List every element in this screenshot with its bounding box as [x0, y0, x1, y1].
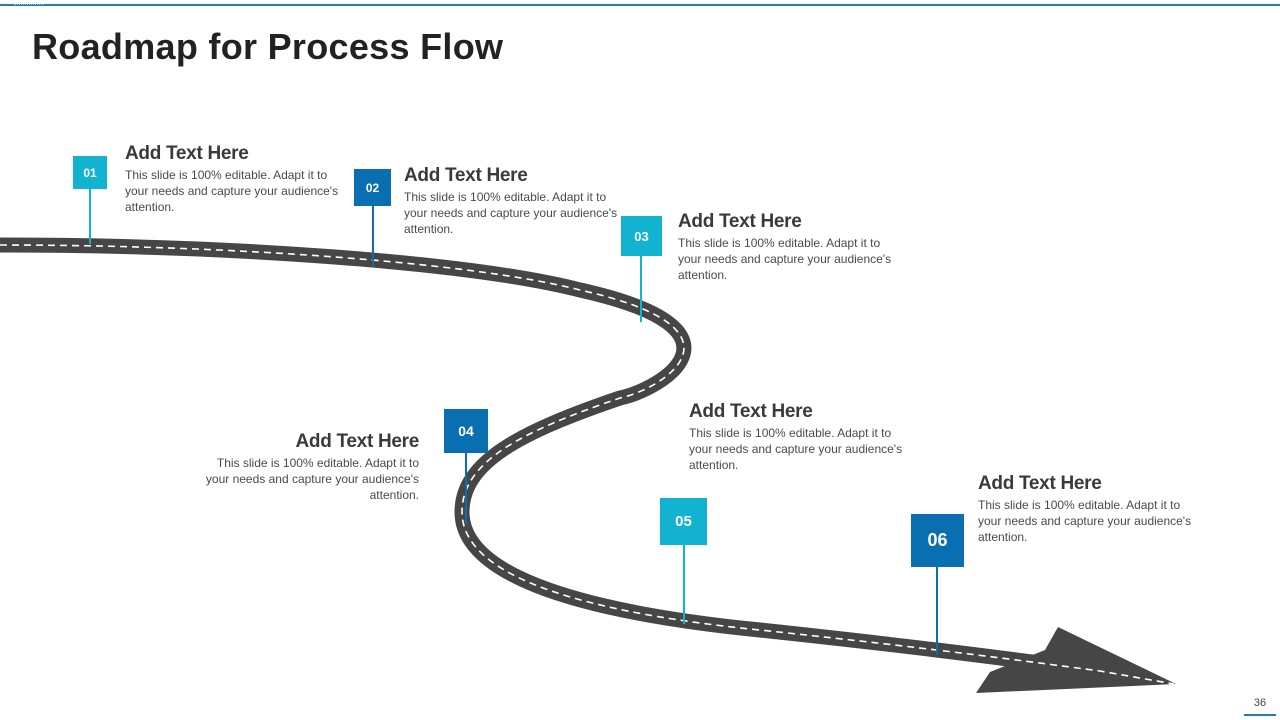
step-04-body: This slide is 100% editable. Adapt it to…	[205, 456, 419, 502]
step-04-badge: 04	[444, 409, 488, 453]
page-number-underline	[1244, 714, 1276, 716]
step-01-heading: Add Text Here	[125, 143, 249, 164]
step-05-badge: 05	[660, 498, 707, 545]
step-06-badge: 06	[911, 514, 964, 567]
step-06-heading: Add Text Here	[978, 473, 1102, 494]
step-03-badge: 03	[621, 216, 662, 256]
road-body	[0, 237, 1101, 679]
step-01-badge: 01	[73, 156, 107, 189]
page-number: 36	[1253, 697, 1267, 709]
road-center-line	[0, 244, 1175, 685]
step-02-badge: 02	[354, 169, 391, 206]
step-04-heading: Add Text Here	[295, 431, 420, 452]
step-04-pole	[465, 452, 467, 524]
top-rule	[0, 4, 1280, 6]
step-02-body: This slide is 100% editable. Adapt it to…	[404, 190, 618, 236]
step-06-pole	[936, 565, 938, 655]
step-02-heading: Add Text Here	[404, 165, 528, 186]
step-02-pole	[372, 205, 374, 267]
top-decoration	[14, 0, 44, 5]
step-05-body: This slide is 100% editable. Adapt it to…	[689, 426, 903, 472]
step-03-body: This slide is 100% editable. Adapt it to…	[678, 236, 892, 282]
step-06-body: This slide is 100% editable. Adapt it to…	[978, 498, 1192, 544]
slide-title: Roadmap for Process Flow	[32, 26, 504, 67]
step-03-heading: Add Text Here	[678, 211, 802, 232]
step-01-pole	[89, 188, 91, 244]
step-05-heading: Add Text Here	[689, 401, 813, 422]
step-05-pole	[683, 544, 685, 624]
step-03-pole	[640, 255, 642, 322]
road-arrowhead	[976, 627, 1176, 693]
step-01-body: This slide is 100% editable. Adapt it to…	[125, 168, 339, 214]
